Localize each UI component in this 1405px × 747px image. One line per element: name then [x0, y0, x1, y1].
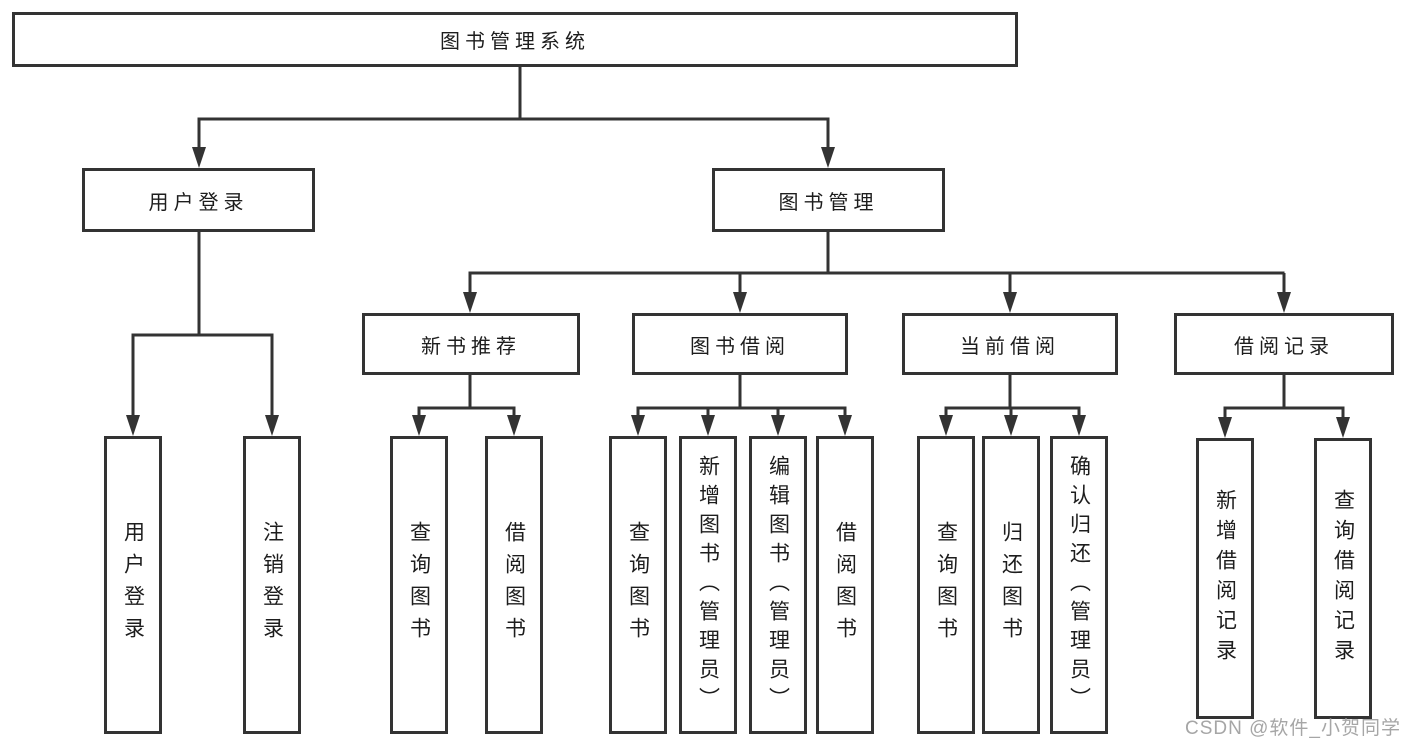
leaf-edit-books-admin: 编辑图书（管理员） — [749, 436, 807, 734]
leaf-label: 新增借阅记录 — [1213, 488, 1237, 669]
leaf-label: 编辑图书（管理员） — [766, 454, 790, 716]
node-borrowing-records: 借阅记录 — [1174, 313, 1394, 375]
node-library-management-system: 图书管理系统 — [12, 12, 1018, 67]
leaf-label: 用户登录 — [121, 521, 145, 649]
arrowheads — [126, 147, 1350, 438]
leaf-logout: 注销登录 — [243, 436, 301, 734]
leaf-confirm-return-admin: 确认归还（管理员） — [1050, 436, 1108, 734]
leaf-query-borrow-record: 查询借阅记录 — [1314, 438, 1372, 719]
node-label: 新书推荐 — [421, 335, 521, 358]
node-book-management: 图书管理 — [712, 168, 945, 232]
node-label: 图书借阅 — [690, 335, 790, 358]
leaf-label: 查询借阅记录 — [1331, 488, 1355, 669]
leaf-label: 确认归还（管理员） — [1067, 454, 1091, 716]
node-label: 当前借阅 — [960, 335, 1060, 358]
leaf-return-books: 归还图书 — [982, 436, 1040, 734]
leaf-user-login: 用户登录 — [104, 436, 162, 734]
leaf-label: 借阅图书 — [502, 521, 526, 649]
leaf-label: 借阅图书 — [833, 521, 857, 649]
csdn-watermark: CSDN @软件_小贺同学 — [1185, 718, 1401, 739]
leaf-label: 查询图书 — [407, 521, 431, 649]
leaf-query-books-recommend: 查询图书 — [390, 436, 448, 734]
node-label: 图书管理系统 — [440, 31, 590, 53]
node-label: 借阅记录 — [1234, 335, 1334, 358]
leaf-query-books-borrow: 查询图书 — [609, 436, 667, 734]
leaf-label: 查询图书 — [626, 521, 650, 649]
leaf-label: 注销登录 — [260, 521, 284, 649]
node-label: 图书管理 — [778, 191, 879, 214]
leaf-add-books-admin: 新增图书（管理员） — [679, 436, 737, 734]
node-book-borrowing: 图书借阅 — [632, 313, 848, 375]
leaf-label: 归还图书 — [999, 521, 1023, 649]
leaf-query-books-current: 查询图书 — [917, 436, 975, 734]
leaf-borrow-books-recommend: 借阅图书 — [485, 436, 543, 734]
leaf-borrow-books: 借阅图书 — [816, 436, 874, 734]
leaf-add-borrow-record: 新增借阅记录 — [1196, 438, 1254, 719]
node-new-book-recommendation: 新书推荐 — [362, 313, 580, 375]
node-user-login-group: 用户登录 — [82, 168, 315, 232]
node-label: 用户登录 — [148, 191, 249, 214]
leaf-label: 查询图书 — [934, 521, 958, 649]
leaf-label: 新增图书（管理员） — [696, 454, 720, 716]
node-current-borrowing: 当前借阅 — [902, 313, 1118, 375]
